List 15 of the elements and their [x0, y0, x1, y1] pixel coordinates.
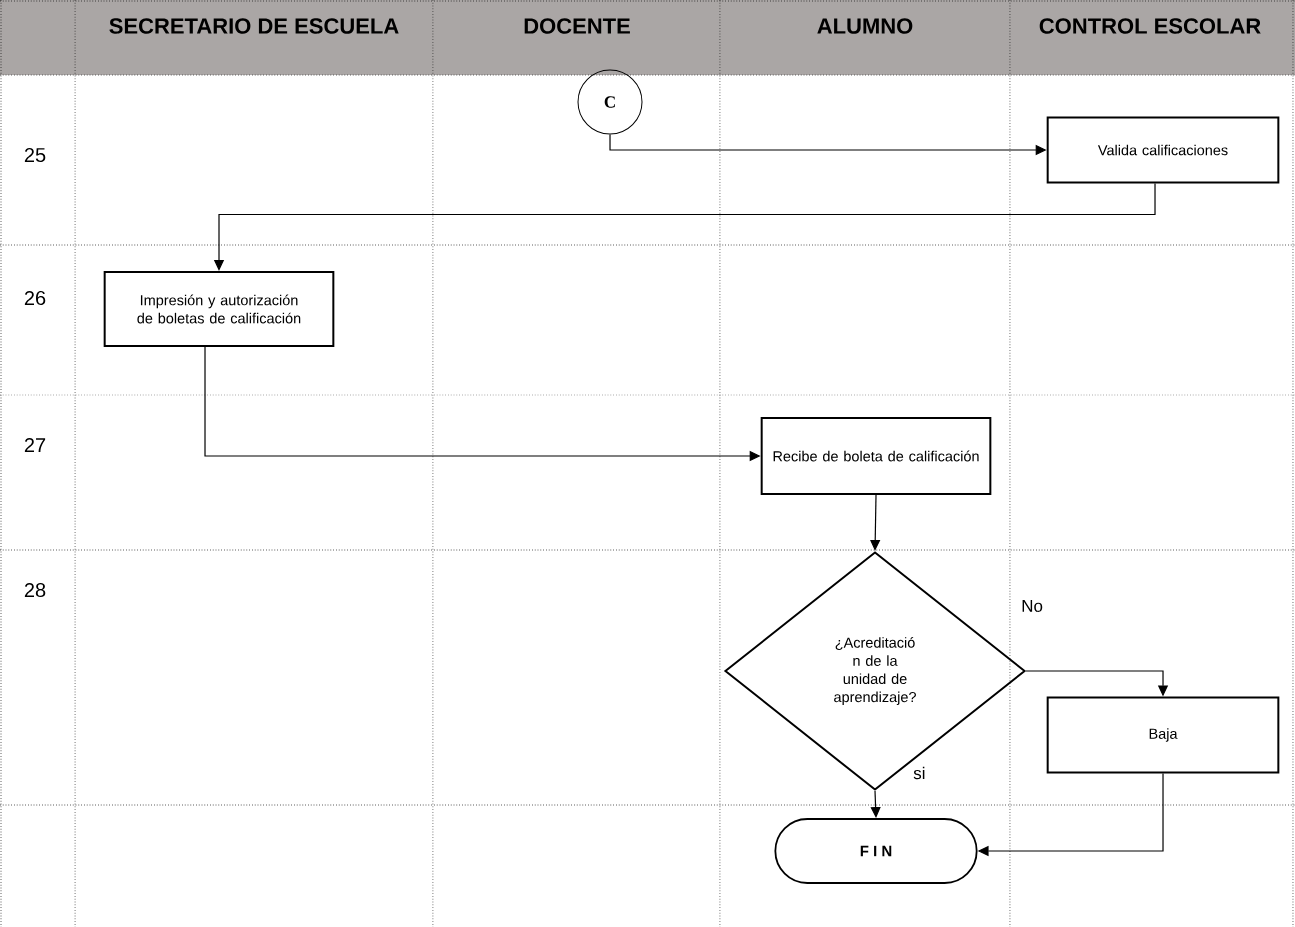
terminator: F I N — [774, 818, 978, 884]
process-box: Baja — [1046, 696, 1280, 774]
process-box: Valida calificaciones — [1046, 116, 1280, 184]
row-number: 27 — [24, 438, 46, 452]
process-box: Impresión y autorización de boletas de calificación — [103, 271, 335, 347]
row-number: 26 — [24, 290, 46, 306]
row-number: 25 — [24, 147, 46, 163]
lane-header: DOCENTE — [524, 18, 630, 34]
row-number: 28 — [24, 582, 46, 598]
lane-header: CONTROL ESCOLAR — [1039, 18, 1261, 34]
edge-label: si — [913, 766, 925, 780]
lane-header: SECRETARIO DE ESCUELA — [109, 18, 399, 34]
lane-header: ALUMNO — [817, 18, 913, 34]
process-box: Recibe de boleta de calificación — [760, 417, 992, 495]
arrow — [870, 494, 881, 551]
